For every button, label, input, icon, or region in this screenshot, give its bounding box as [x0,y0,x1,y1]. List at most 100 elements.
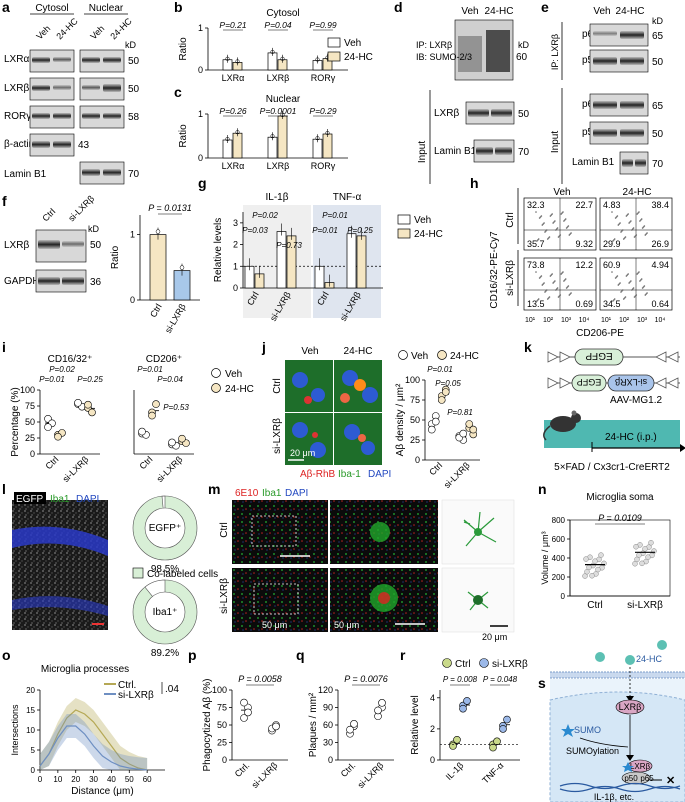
chart-title: Microglia processes [41,664,129,675]
y-tick-label: 0 [130,295,135,305]
data-point [225,136,230,142]
blot-header-nuclear: Nuclear [89,3,124,14]
chart-title: CD16/32⁺ [48,354,93,365]
event-dot [622,289,624,291]
col-label: 24-HC [623,187,652,198]
y-tick-label: 4 [430,693,435,703]
p-value: P=0.29 [309,106,336,116]
event-dot [540,275,543,277]
x-tick-label: 10² [619,317,630,324]
ip-label: IP: LXRβ [550,34,560,70]
series-band [40,714,148,770]
x-tick-label: Ctrl [43,454,60,471]
output-label: IL-1β, etc. [594,792,634,802]
x-tick-label: LXRβ [267,73,290,83]
legend-label: 24-HC [344,52,373,63]
x-tick-label: 10¹ [525,317,536,324]
si-construct [607,374,655,392]
sumoylation-label: SUMOylation [566,746,619,756]
stain-label: Iba1 [262,488,282,499]
bar [267,136,278,159]
data-point [583,556,589,562]
legend-dot-ctrl [442,658,452,668]
event-dot [567,225,570,227]
ligand-label: 24-HC [636,654,663,664]
y-tick-label: 100 [405,375,420,385]
chart-title: Microglia soma [586,492,654,503]
event-dot [554,220,556,222]
x-tick-label: LXRβ [267,161,290,171]
data-point [586,564,592,571]
blot-band [593,57,617,65]
legend-swatch-veh [397,214,411,225]
data-point [152,400,160,408]
data-point [453,735,461,744]
quadrant-value: 34.5 [603,299,621,309]
x-tick-label: RORγ [311,73,336,83]
blot-row-label: Lamin B1 [434,146,477,157]
event-dot [632,227,635,229]
legend-swatch-veh [327,37,341,48]
y-tick-label: 100 [212,685,227,695]
blot-row-label: LXRβ [434,108,459,119]
panel-letter-s: s [538,675,546,691]
kd-value: 50 [90,240,102,251]
kd-value: 50 [128,56,140,67]
row-label: si-LXRβ [505,260,516,296]
legend-label: 24-HC [225,384,254,395]
y-tick-label: 3 [233,218,238,228]
x-tick-label: si-LXRβ [61,454,91,484]
event-dot [548,296,551,298]
quadrant-value: 13.5 [527,299,545,309]
blot-strip [589,49,649,73]
event-dot [551,213,553,215]
event-dot [638,271,640,273]
panel-letter-d: d [394,0,403,15]
bar [149,234,167,301]
ligand-dot [657,640,667,650]
data-point [272,722,280,731]
data-point [636,552,642,558]
event-dot [646,232,648,234]
data-point [374,706,382,715]
data-point [592,558,598,564]
donut-hole [144,591,186,633]
y-tick-label: 5 [31,746,36,755]
data-point [178,434,186,443]
p-value: P = 0.0131 [148,203,191,213]
x-tick-label: 30 [89,775,98,784]
blot-band [635,159,646,167]
x-tick-label: si-LXRβ [627,600,663,611]
sumo-label: SUMO [574,725,601,735]
micrograph [285,360,382,465]
data-point [378,699,386,707]
scale-label: 20 μm [482,632,507,642]
event-dot [564,278,567,280]
y-tick-label: 75 [217,703,227,713]
event-dot [535,271,537,273]
legend-label: Veh [344,38,361,49]
y-tick-label: 0 [222,755,227,765]
y-tick-label: 800 [552,516,566,525]
p-value: P=0.05 [435,379,461,388]
event-dot [543,222,545,224]
axis-label-y: Aβ density / μm² [395,383,406,456]
quadrant-value: 0.64 [651,299,669,309]
construct-label: EGFP [585,350,613,361]
p-value: P = 0.0058 [238,674,281,684]
lane-label: Veh [593,6,610,17]
panel-m: m 6E10 Iba1 DAPI Ctrl si-LXRβ [208,481,515,642]
data-point [431,417,440,426]
quadrant-value: 4.83 [603,200,621,210]
axis-label-x: Distance (μm) [71,786,133,797]
data-point [642,546,648,552]
y-tick-label: 2 [430,724,435,734]
y-tick-label: 60 [323,720,333,730]
data-point [74,398,82,407]
